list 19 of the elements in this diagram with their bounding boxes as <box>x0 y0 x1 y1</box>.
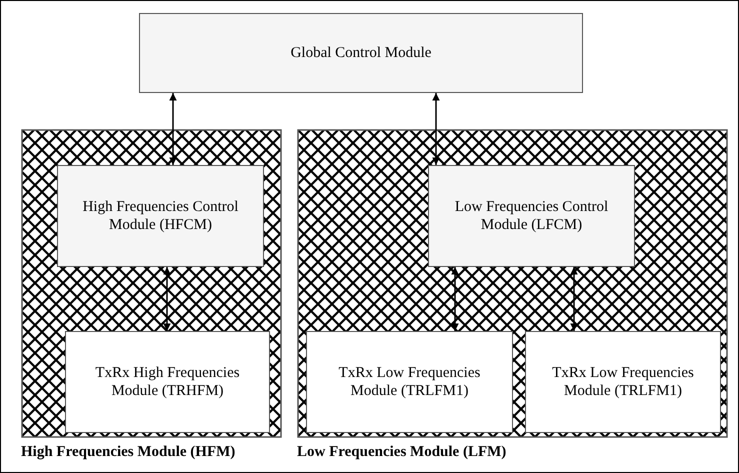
module-box <box>525 331 721 433</box>
module-label: TxRx Low Frequencies Module (TRLFM1) <box>551 364 695 400</box>
module-title: High Frequencies Module (HFM) <box>21 444 236 461</box>
module-label: Low Frequencies Control Module (LFCM) <box>454 198 610 234</box>
module-label: High Frequencies Control Module (HFCM) <box>82 198 240 234</box>
double-arrow <box>570 267 578 331</box>
double-arrow <box>169 93 177 165</box>
module-label: TxRx Low Frequencies Module (TRLFM1) <box>338 364 482 400</box>
module-box <box>57 165 264 267</box>
module-box <box>306 331 513 433</box>
module-title: Low Frequencies Module (LFM) <box>297 444 506 461</box>
double-arrow <box>163 267 171 331</box>
double-arrow <box>451 267 459 331</box>
module-box <box>139 13 583 93</box>
double-arrow <box>432 93 440 165</box>
module-box <box>65 331 270 433</box>
module-label: TxRx High Frequencies Module (TRHFM) <box>94 364 241 400</box>
module-label: Global Control Module <box>290 44 432 62</box>
module-box <box>428 165 635 267</box>
